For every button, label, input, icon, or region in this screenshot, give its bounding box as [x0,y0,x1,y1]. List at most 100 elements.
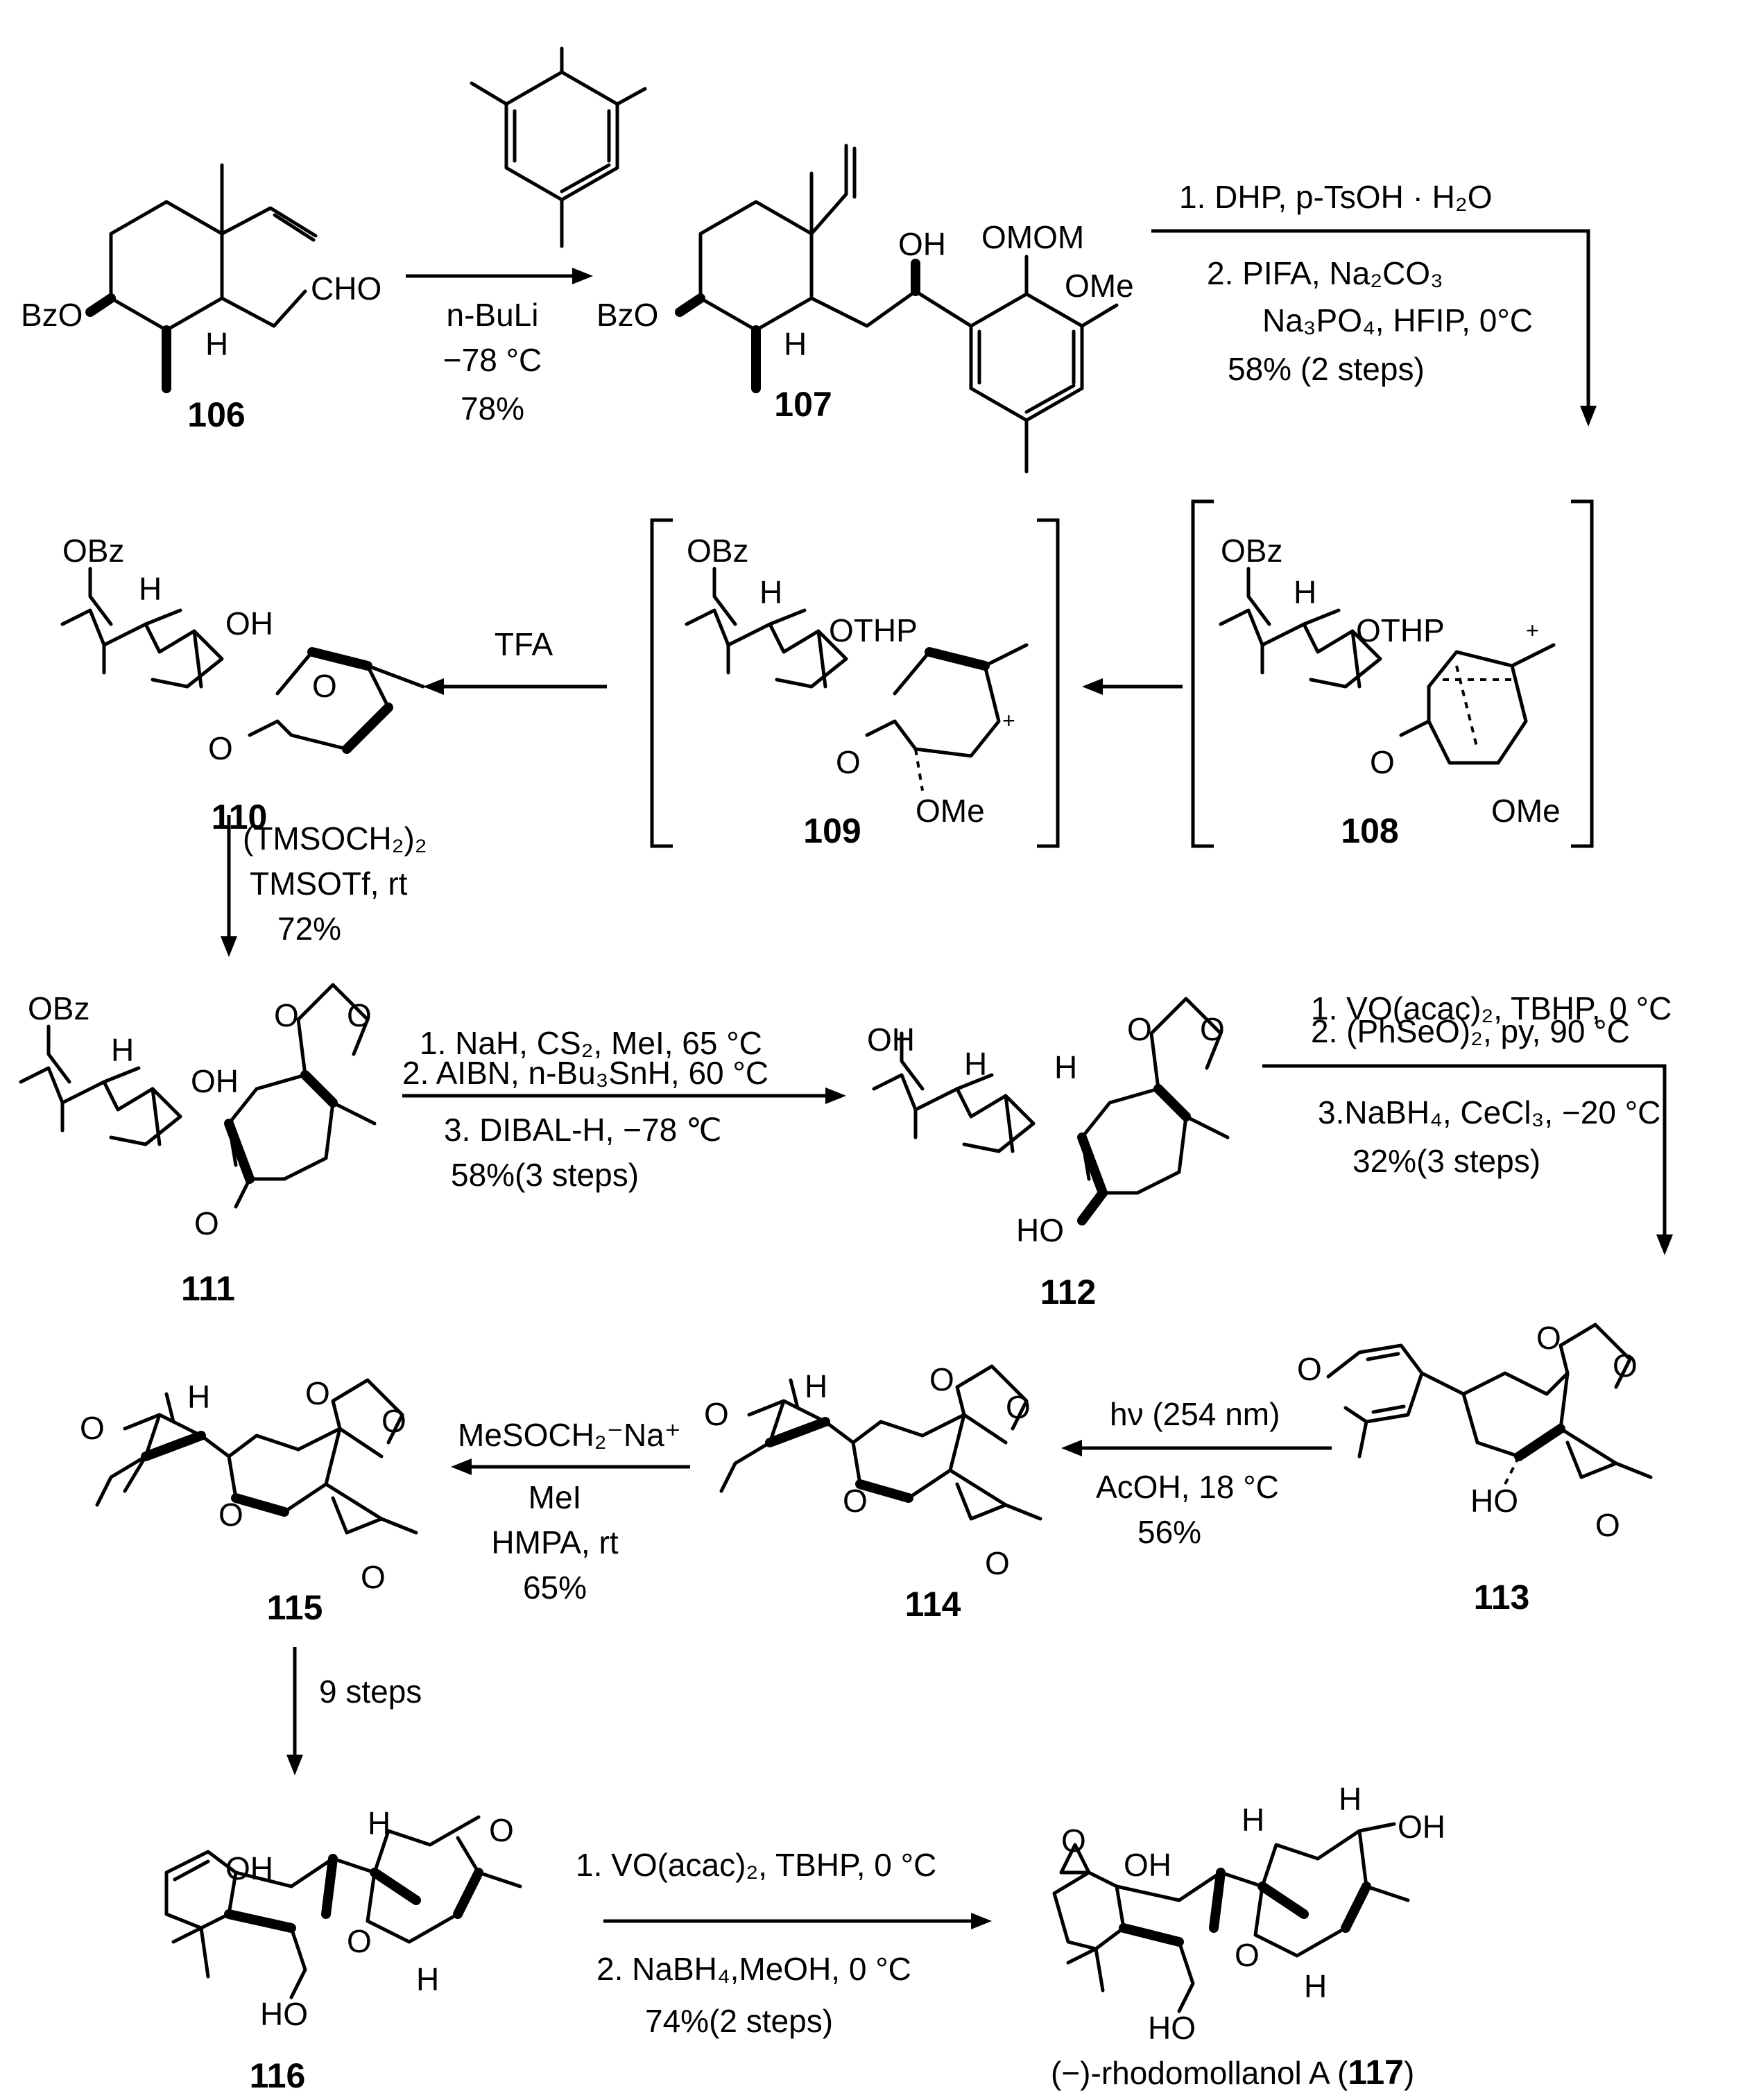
label-o1: O [305,1375,330,1411]
label-ho: HO [1016,1212,1064,1248]
compound-111: OBz H OH O O O 111 [19,983,377,1308]
compound-name-117: (−)-rhodomollanol A (117) [1051,2053,1414,2092]
step4-line2: TMSOTf, rt [250,866,408,902]
label-o: O [1297,1351,1322,1387]
label-obz: BzO [596,297,658,333]
label-h: H [805,1368,827,1404]
label-h3: H [1304,1968,1327,2004]
label-oh: OH [898,226,946,262]
label-o-bridge: O [218,1497,243,1533]
step2-line2: 2. PIFA, Na₂CO₃ [1207,255,1443,291]
step7-yield: 56% [1137,1514,1201,1550]
label-omom: OMOM [981,219,1084,255]
compound-110: OBz H OH O O 110 [60,533,425,836]
step3-reagent: TFA [495,626,553,662]
label-ho: HO [1470,1483,1518,1519]
step-arrow-9: MeSOCH₂⁻Na⁺ MeI HMPA, rt 65% [451,1417,690,1606]
compound-id-111: 111 [181,1269,235,1308]
label-o-ring: O [312,668,337,704]
label-o2: O [1006,1389,1031,1425]
label-obz: OBz [28,990,89,1026]
step10-line2: 2. NaBH₄,MeOH, 0 °C [596,1951,911,1987]
label-o2: O [381,1403,406,1439]
label-plus: + [1526,618,1539,643]
label-o: O [1370,744,1395,780]
label-o1: O [929,1361,954,1397]
step8-line2: MeI [529,1479,582,1515]
label-cho: CHO [311,270,381,307]
label-o2: O [347,997,372,1033]
compound-id-116: 116 [250,2056,306,2095]
label-h: H [759,574,782,610]
step10-yield: 74%(2 steps) [645,2003,833,2039]
label-h2: H [1339,1781,1362,1817]
compound-id-115: 115 [267,1588,323,1627]
label-ho: HO [260,1996,308,2032]
step-arrow-6: 1. NaH, CS₂, MeI, 65 °C 2. AIBN, n-Bu₃Sn… [402,1025,846,1193]
step-arrow-11: 1. VO(acac)₂, TBHP, 0 °C 2. NaBH₄,MeOH, … [576,1847,992,2039]
label-o-epoxide: O [985,1545,1010,1581]
label-obz: BzO [21,297,83,333]
compound-116: OH H O O HO H 116 [164,1805,522,2095]
compound-id-108: 108 [1341,811,1398,850]
compound-id-114: 114 [905,1585,961,1624]
step8-yield: 65% [523,1569,587,1606]
label-o2: O [1200,1011,1225,1047]
step1-reagent: n-BuLi [447,297,539,333]
step2-yield: 58% (2 steps) [1228,351,1425,387]
label-o: O [489,1812,514,1848]
label-h: H [784,326,807,362]
step8-line3: HMPA, rt [491,1524,618,1560]
label-plus: + [1002,708,1015,733]
label-o: O [80,1410,105,1446]
label-o: O [194,1205,219,1241]
step9-line1: 9 steps [319,1673,422,1710]
compound-106: BzO CHO H 106 [21,163,381,434]
compound-108: OBz H OTHP O OMe + 108 [1191,499,1594,850]
step-arrow-4: TFA [423,626,607,695]
label-ome: OMe [1491,793,1561,829]
label-o-epoxide: O [361,1559,386,1595]
label-ome: OMe [1065,268,1134,304]
step10-line1: 1. VO(acac)₂, TBHP, 0 °C [576,1847,936,1883]
compound-112: OH H H O O HO 112 [867,997,1230,1311]
step-arrow-1: n-BuLi −78 °C 78% [406,268,593,427]
label-oh1: OH [1124,1847,1171,1883]
label-oh: OH [191,1063,239,1099]
step2-line3: Na₃PO₄, HFIP, 0°C [1262,302,1533,338]
label-o-epoxide: O [1595,1507,1620,1543]
name-prefix: (−)-rhodomollanol A ( [1051,2055,1348,2091]
compound-id-110: 110 [212,798,268,836]
label-oh2: OH [1398,1809,1445,1845]
label-o1: O [274,997,299,1033]
name-suffix: ) [1404,2055,1414,2091]
label-oh: OH [867,1022,915,1058]
label-ho: HO [1148,2010,1196,2046]
step-arrow-10: 9 steps [286,1647,422,1775]
step1-yield: 78% [461,390,524,427]
step7-line1: hν (254 nm) [1110,1396,1280,1432]
label-h1: H [368,1805,390,1841]
label-h1: H [964,1046,987,1082]
label-h: H [139,571,162,607]
compound-109: OBz H OTHP O OMe + 109 [650,518,1060,850]
compound-id-107: 107 [774,385,832,424]
step5-yield: 58%(3 steps) [451,1157,639,1193]
compound-id-109: 109 [803,811,861,850]
label-obz: OBz [1221,533,1282,569]
label-h: H [1294,574,1316,610]
label-othp: OTHP [829,612,918,648]
label-oh: OH [225,1850,273,1886]
step7-line2: AcOH, 18 °C [1096,1469,1279,1505]
step-arrow-8: hν (254 nm) AcOH, 18 °C 56% [1061,1396,1332,1550]
step4-yield: 72% [277,911,341,947]
label-o: O [704,1396,729,1432]
compound-107: BzO OH OMOM OMe H 107 [596,144,1134,474]
label-obz: OBz [687,533,748,569]
label-o-bridge: O [347,1923,372,1959]
compound-113: O O O HO O 113 [1297,1320,1653,1617]
step1-temperature: −78 °C [443,342,542,378]
step-arrow-5: (TMSOCH₂)₂ TMSOTf, rt 72% [221,815,427,957]
step5-line0: 2. AIBN, n-Bu₃SnH, 60 °C [402,1055,768,1091]
